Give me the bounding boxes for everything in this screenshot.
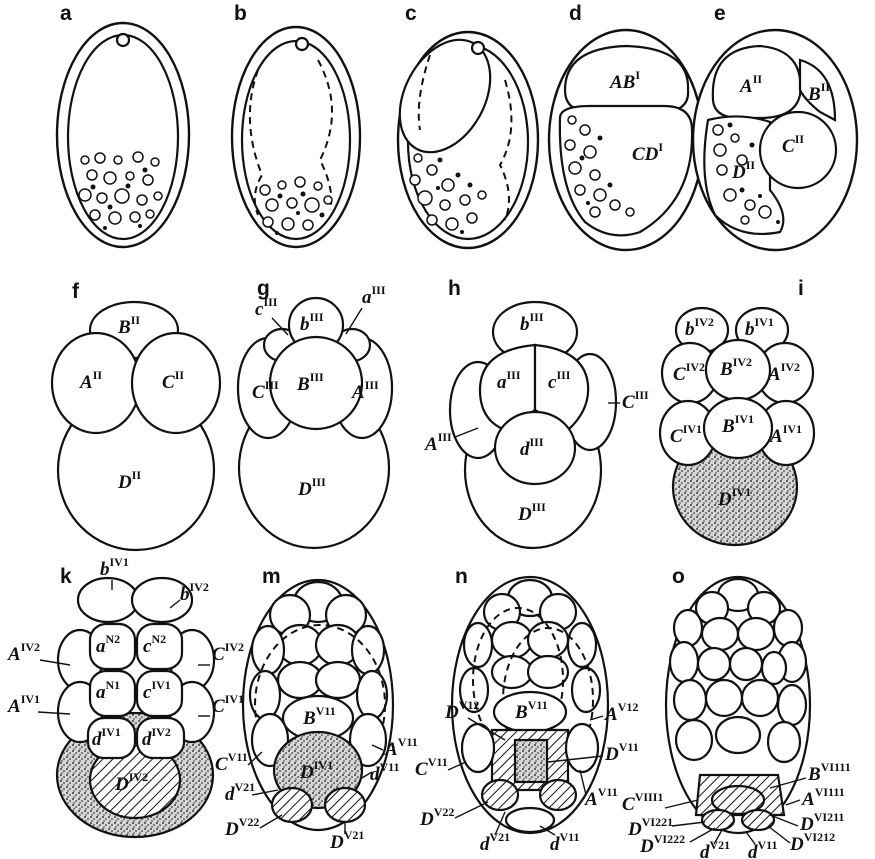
panel-h: h bIII aIII cIII CIII AIII dIII DIII xyxy=(424,277,649,548)
cell-label: DVI212 xyxy=(789,830,835,855)
cell-label: DV11 xyxy=(604,740,639,765)
cell-label: CVIII1 xyxy=(622,790,663,815)
cell-label: DV22 xyxy=(224,815,259,840)
egg-cell xyxy=(68,35,178,239)
cell-d-v22 xyxy=(482,780,518,810)
cell-label: AIV1 xyxy=(7,692,40,717)
panel-b: b xyxy=(232,2,360,247)
panel-i: i bIV2 bIV1 CIV2 BIV2 AIV2 CIV1 BIV1 AIV… xyxy=(660,277,814,545)
cell-label: AVI111 xyxy=(801,785,845,810)
polar-body xyxy=(472,42,484,54)
ectoderm-cells xyxy=(670,579,806,762)
cell-label: AIII xyxy=(424,430,452,455)
leader-line xyxy=(786,800,800,805)
panel-letter: d xyxy=(569,2,582,25)
panel-o: o BVI111 AVI111 CVIII1 DVI211 DVI221 DVI… xyxy=(622,565,851,859)
panel-m: m BV11 AV11 CV11 DIV1 dV21 dV11 DV22 DV2… xyxy=(215,565,418,853)
cell-label: CV11 xyxy=(415,755,448,780)
cell-label: CIV2 xyxy=(212,640,244,665)
cell-label: aIII xyxy=(362,283,386,308)
panel-letter: o xyxy=(672,565,685,588)
panel-g: g bIII cIII aIII BIII CIII AIII DIII xyxy=(238,277,392,548)
leader-line xyxy=(672,822,705,826)
cell-label: CIII xyxy=(622,388,649,413)
polar-body xyxy=(296,38,308,50)
cell-label: dV11 xyxy=(550,830,580,855)
panel-a: a xyxy=(57,2,189,247)
cell-label: bIV2 xyxy=(180,580,209,605)
panel-letter: k xyxy=(60,565,72,588)
polar-body xyxy=(117,34,129,46)
cell-label: AIV2 xyxy=(7,640,40,665)
cell-label: DV21 xyxy=(329,828,364,853)
cell-d-v21 xyxy=(325,788,365,822)
panel-letter: f xyxy=(72,280,80,303)
cell-label: BVI111 xyxy=(807,760,851,785)
cell-label: cIII xyxy=(255,295,278,320)
blastomere-c xyxy=(760,112,836,188)
panel-letter: n xyxy=(455,565,468,588)
macromere-d xyxy=(515,740,547,782)
cell-label: bIV1 xyxy=(100,555,129,580)
panel-e: e AII BII CII DII xyxy=(693,2,857,250)
panel-letter: i xyxy=(798,277,804,300)
panel-letter: e xyxy=(714,2,726,25)
panel-letter: m xyxy=(262,565,281,588)
cell-d-v11 xyxy=(506,808,554,832)
cell-label: AV11 xyxy=(384,735,418,760)
blastomere-c xyxy=(132,333,220,433)
cell-b-iv1 xyxy=(78,578,138,622)
cell-d-vi222 xyxy=(702,810,734,830)
cell-a-v11 xyxy=(566,724,598,772)
cell-label: dV11 xyxy=(370,760,400,785)
leader-line xyxy=(455,802,488,818)
blastomere-a xyxy=(52,333,140,433)
panel-letter: b xyxy=(234,2,247,25)
cell-label: CV11 xyxy=(215,750,248,775)
panel-d: d ABI CDI xyxy=(549,2,703,250)
cell-label: DV22 xyxy=(419,805,454,830)
cell-b-iv2-mid xyxy=(706,340,770,400)
cell-label: CIV1 xyxy=(212,692,244,717)
panel-k: k bIV1 bIV2 aN2 cN2 AIV2 CIV2 aN1 cIV1 A… xyxy=(7,555,244,837)
cell-label: dV21 xyxy=(225,780,255,805)
cell-label: AV11 xyxy=(584,785,618,810)
cell-d-v21 xyxy=(540,780,576,810)
panel-f: f BII AII CII DII xyxy=(52,280,220,550)
panel-letter: c xyxy=(405,2,417,25)
cell-label: DVI222 xyxy=(639,832,685,857)
panel-n: n DV12 BV11 AV12 DV11 CV11 AV11 DV22 d xyxy=(415,565,639,855)
panel-c: c xyxy=(382,2,538,248)
leader-line xyxy=(260,815,282,828)
panel-letter: a xyxy=(60,2,72,25)
cell-b-iv1-mid xyxy=(704,398,772,458)
panel-letter: h xyxy=(448,277,461,300)
cell-label: AV12 xyxy=(604,700,638,725)
